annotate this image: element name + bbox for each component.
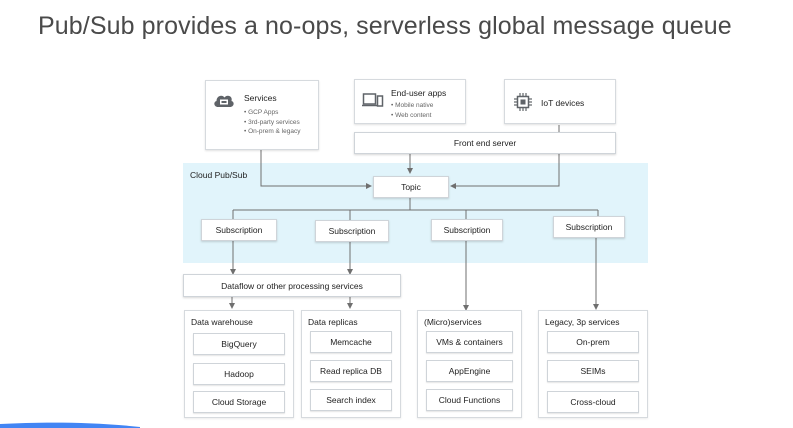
list-item: 3rd-party services (244, 118, 300, 128)
services-title: Services (244, 93, 277, 103)
list-item: GCP Apps (244, 108, 300, 118)
group-item: Search index (310, 389, 392, 411)
end-user-apps-title: End-user apps (391, 88, 447, 98)
front-end-server: Front end server (354, 132, 616, 154)
subscription-4: Subscription (553, 216, 625, 238)
list-item: Mobile native (391, 101, 433, 111)
iot-card: IoT devices (504, 79, 616, 124)
group-title: (Micro)services (424, 317, 482, 327)
group-item: SEIMs (547, 360, 639, 382)
group-title: Legacy, 3p services (545, 317, 620, 327)
group-data-replicas: Data replicas Memcache Read replica DB S… (301, 310, 401, 418)
group-item: Hadoop (193, 363, 285, 385)
list-item: Web content (391, 111, 433, 121)
slide-title: Pub/Sub provides a no-ops, serverless gl… (38, 12, 732, 40)
list-item: On-prem & legacy (244, 127, 300, 137)
group-item: Cloud Functions (426, 389, 513, 411)
group-item: Cloud Storage (193, 391, 285, 413)
group-item: Memcache (310, 331, 392, 353)
group-item: BigQuery (193, 333, 285, 355)
topic-box: Topic (373, 176, 449, 198)
group-legacy: Legacy, 3p services On-prem SEIMs Cross-… (538, 310, 648, 418)
group-data-warehouse: Data warehouse BigQuery Hadoop Cloud Sto… (184, 310, 294, 418)
services-list: GCP Apps 3rd-party services On-prem & le… (244, 108, 300, 137)
group-title: Data replicas (308, 317, 358, 327)
group-item: Cross-cloud (547, 391, 639, 413)
group-item: AppEngine (426, 360, 513, 382)
subscription-1: Subscription (201, 219, 277, 241)
group-item: Read replica DB (310, 360, 392, 382)
slide-accent-bar (0, 422, 140, 428)
iot-title: IoT devices (541, 98, 585, 108)
end-user-apps-card: End-user apps Mobile native Web content (354, 79, 466, 124)
subscription-3: Subscription (431, 219, 503, 241)
dataflow-box: Dataflow or other processing services (183, 274, 401, 297)
devices-icon (362, 92, 384, 113)
chip-icon (514, 93, 532, 116)
pubsub-label: Cloud Pub/Sub (190, 170, 248, 180)
connector-services-topic (260, 150, 372, 189)
subscription-2: Subscription (315, 220, 389, 242)
group-title: Data warehouse (191, 317, 253, 327)
group-item: On-prem (547, 331, 639, 353)
group-microservices: (Micro)services VMs & containers AppEngi… (417, 310, 522, 418)
services-card: Services GCP Apps 3rd-party services On-… (205, 80, 319, 150)
cloud-icon (212, 91, 236, 114)
group-item: VMs & containers (426, 331, 513, 353)
end-user-apps-list: Mobile native Web content (391, 101, 433, 120)
